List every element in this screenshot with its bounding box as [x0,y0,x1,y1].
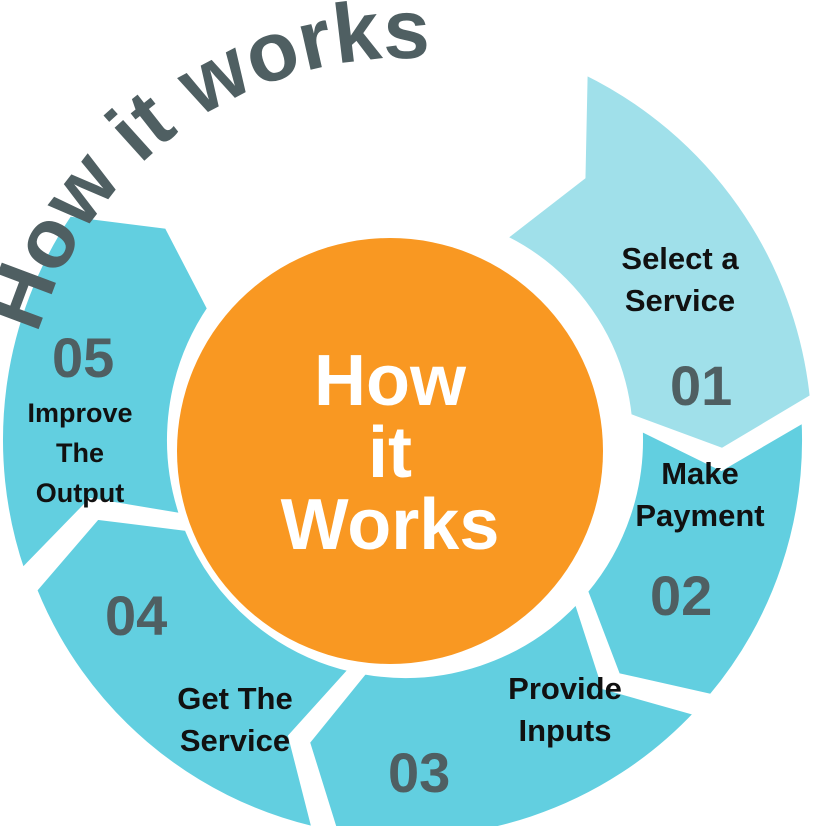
step-05-number: 05 [52,326,115,389]
step-03-number: 03 [388,741,451,804]
step-04-number: 04 [105,584,168,647]
step-02-number: 02 [650,564,713,627]
label-line: Provide [508,671,622,706]
label-line: The [55,438,104,468]
step-01-label: Select a Service [595,238,765,322]
center-label-line: How [314,341,466,421]
step-02-segment [581,414,809,701]
label-line: Improve [27,398,133,428]
label-line: Inputs [518,713,612,748]
step-01-number: 01 [670,354,733,417]
label-line: Make [661,456,739,491]
label-line: Service [624,283,736,318]
step-04-segment [30,513,358,826]
label-line: Get The [177,681,293,716]
label-line: Select a [621,241,739,276]
center-label: How it Works [240,345,540,561]
step-04-label: Get The Service [150,678,320,762]
step-05-segment [0,210,214,578]
step-03-segment [303,594,704,826]
label-line: Output [35,478,125,508]
label-line: Service [179,723,291,758]
step-03-label: Provide Inputs [480,668,650,752]
center-label-line: Works [280,485,500,565]
center-label-line: it [368,413,412,493]
label-line: Payment [635,498,765,533]
step-02-label: Make Payment [615,453,785,537]
center-circle [177,238,603,664]
step-05-label: Improve The Output [5,393,155,513]
step-01-segment [497,66,816,455]
